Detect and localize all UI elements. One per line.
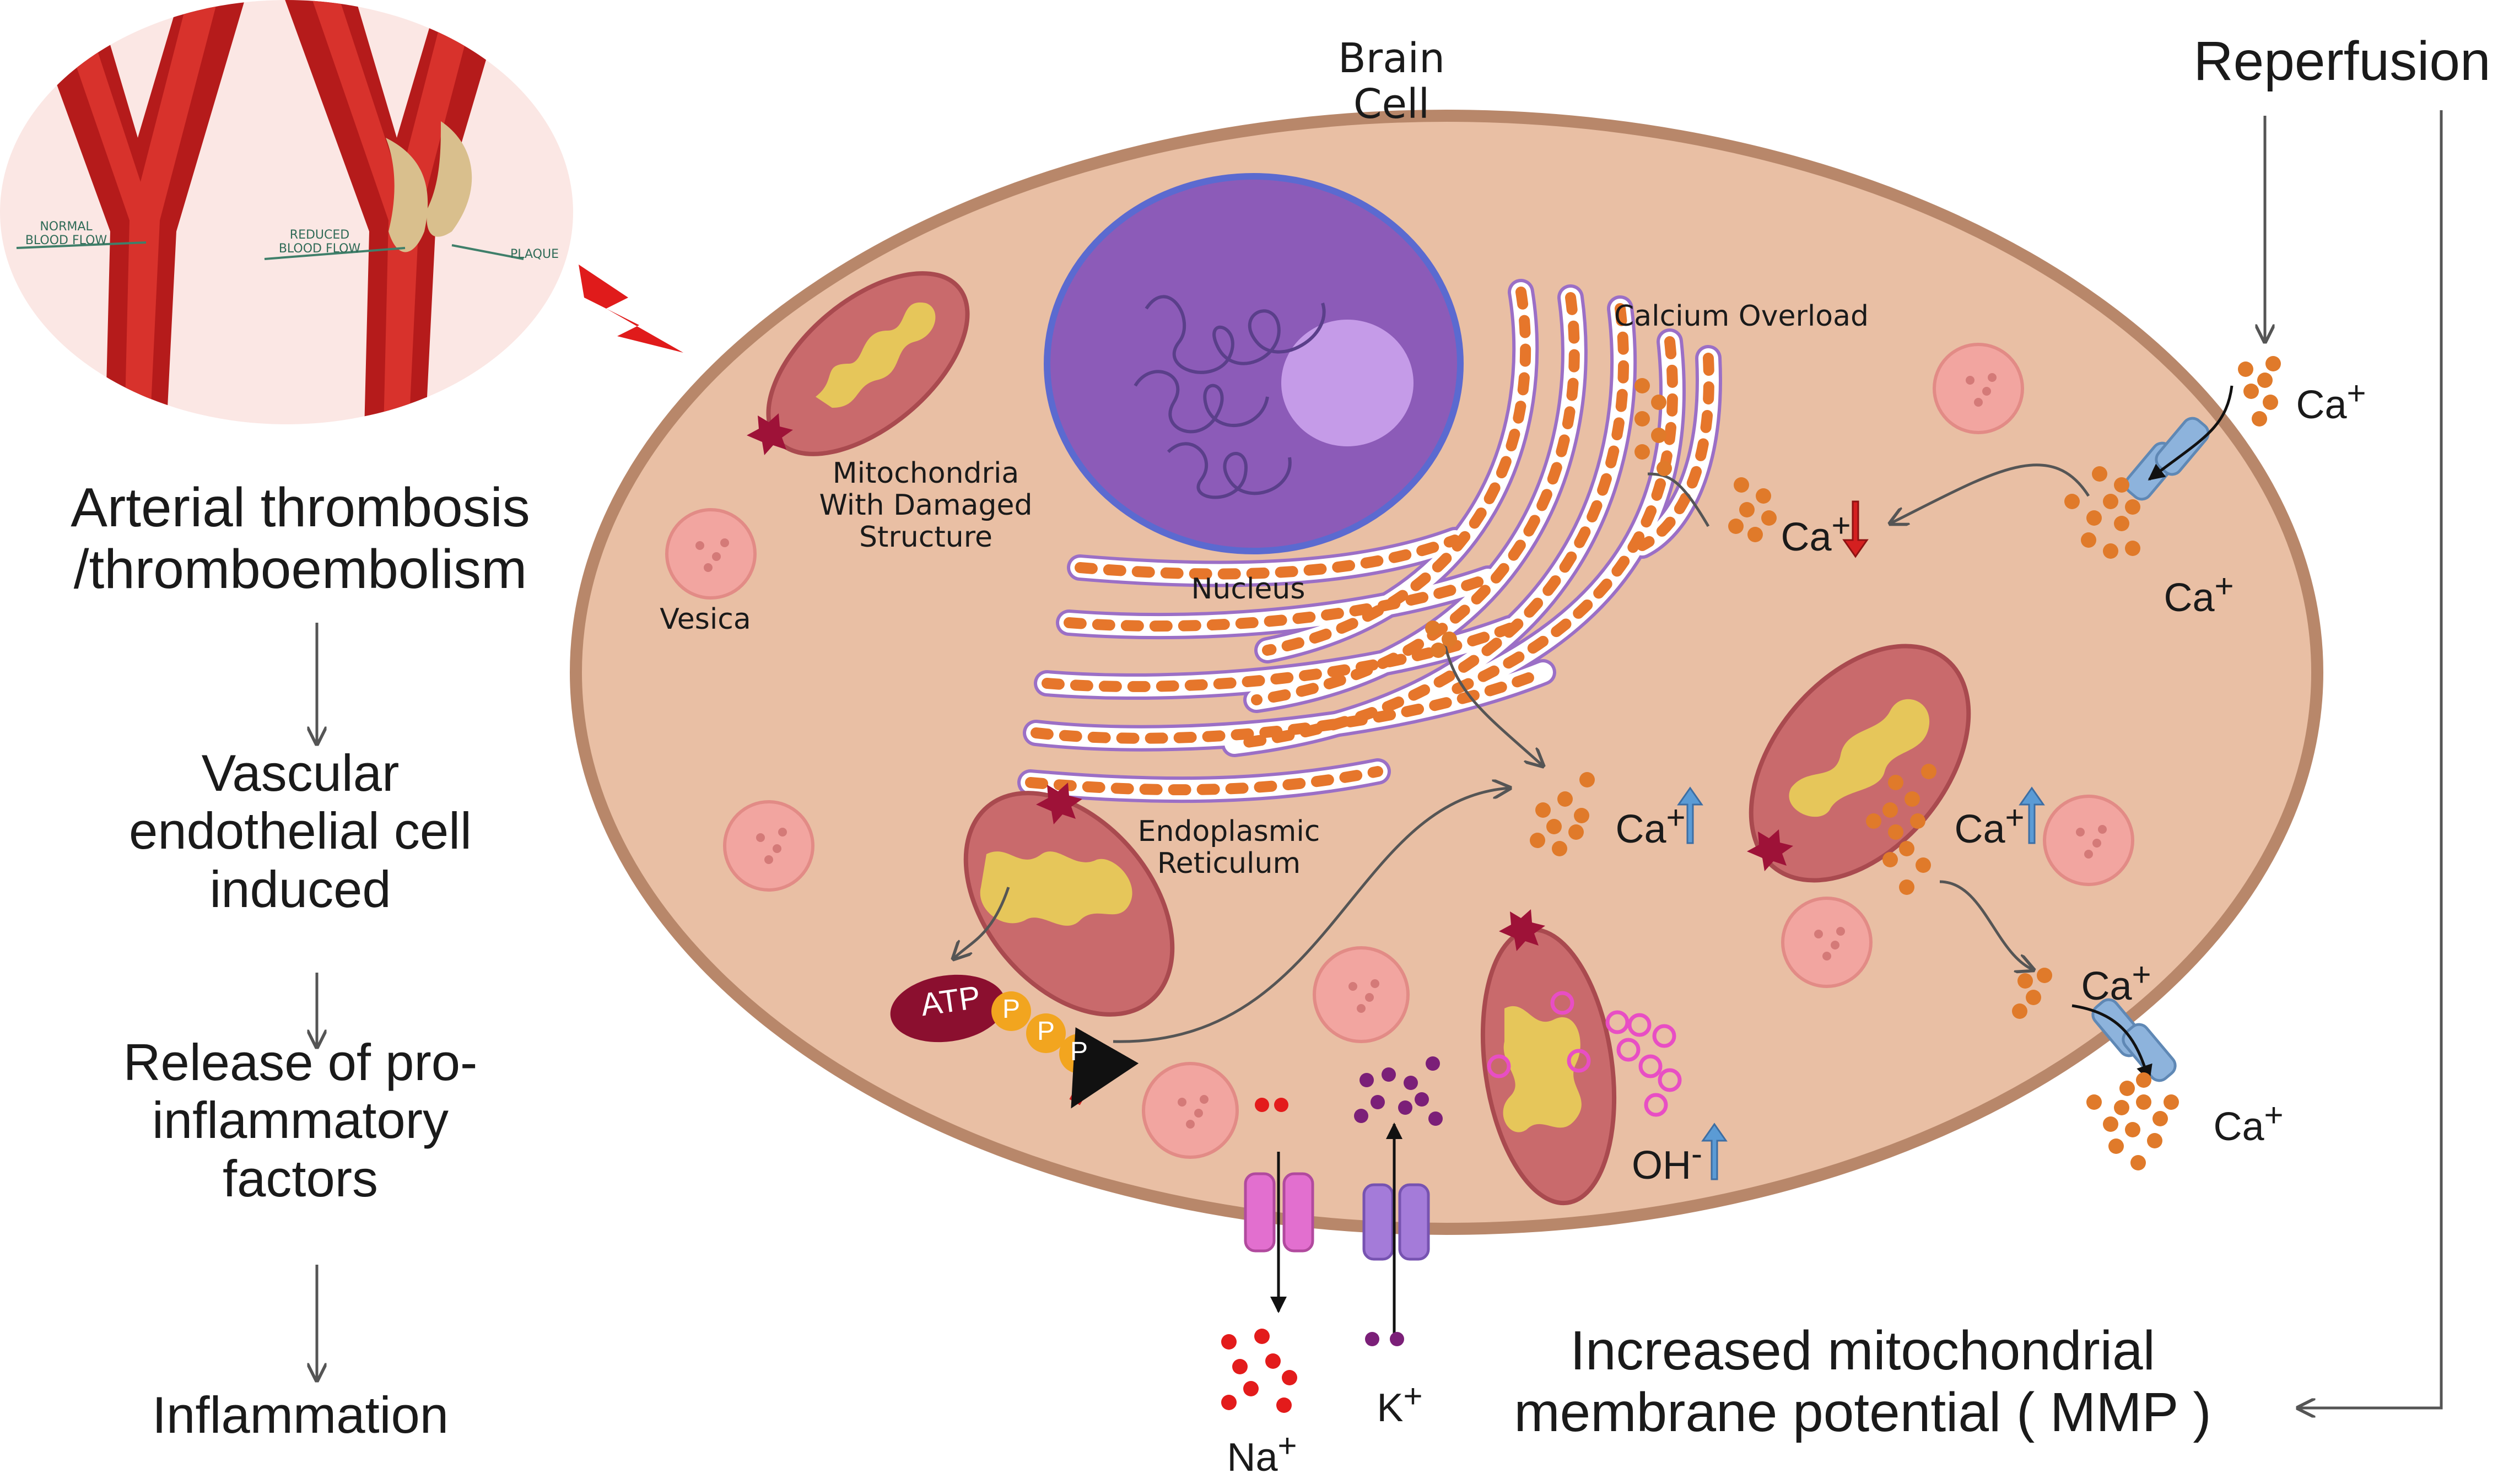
mitochondrion-atp [963, 783, 1175, 1017]
potassium-particles [1354, 1056, 1443, 1346]
plaque-label: PLAQUE [510, 247, 559, 261]
normal-flow-label: NORMAL BLOOD FLOW [25, 220, 107, 247]
chromatin [1134, 295, 1326, 499]
hydroxyl-increase-arrow [1701, 1123, 1728, 1180]
damage-mark [747, 413, 793, 455]
calcium-decrease-arrow [1842, 500, 1869, 558]
transport-arrows [1270, 385, 2234, 1334]
reperfusion-arrows [2265, 110, 2443, 1408]
ion-na: Na+ [1227, 1427, 1297, 1480]
level-indicators [1677, 500, 2045, 1180]
ion-k: K+ [1377, 1378, 1423, 1430]
ion-ca-er-release: Ca+ [1615, 799, 1686, 851]
phosphate-label-2: P [1037, 1017, 1055, 1046]
calcium-flow-arrows [953, 463, 2090, 1043]
step-pro-inflammatory: Release of pro- inflammatory factors [123, 1033, 478, 1207]
step-inflammation: Inflammation [152, 1386, 449, 1444]
ion-ca-overload: Ca+ [1781, 507, 1851, 559]
sodium-channel [1244, 1172, 1314, 1253]
artery-illustration [0, 0, 683, 424]
mitochondrion-damaged [747, 271, 970, 456]
ion-ca-reperfusion: Ca+ [2296, 375, 2366, 427]
er-label: Endoplasmic Reticulum [1137, 815, 1320, 881]
vesicles [665, 343, 2134, 1159]
diagram-title: Brain Cell [1338, 35, 1445, 128]
reperfusion-label: Reperfusion [2193, 30, 2491, 92]
calcium-overload-label: Calcium Overload [1614, 300, 1869, 333]
ion-ca-entering: Ca+ [2164, 568, 2234, 620]
endoplasmic-reticulum [1017, 279, 1722, 803]
nucleolus [1281, 320, 1414, 446]
ion-ca-outside: Ca+ [2213, 1097, 2284, 1149]
potassium-channel [1362, 1183, 1430, 1261]
ion-ca-mito-release: Ca+ [1954, 799, 2025, 851]
plaque-deposit [386, 138, 428, 252]
mito-damaged-label: Mitochondria With Damaged Structure [819, 457, 1033, 554]
mmp-label: Increased mitochondrial membrane potenti… [1514, 1320, 2211, 1443]
lightning-icon [579, 265, 683, 353]
phosphate-label-3: P [1070, 1037, 1088, 1066]
calcium-increase-arrow [1677, 786, 1703, 844]
nucleus [1044, 173, 1464, 554]
step-endothelial-induced: Vascular endothelial cell induced [129, 744, 472, 918]
ion-ca-efflux: Ca+ [2081, 956, 2151, 1008]
step-arterial-thrombosis: Arterial thrombosis /thromboembolism [71, 477, 530, 600]
nucleus-label: Nucleus [1191, 573, 1305, 606]
atp-molecule [890, 974, 1139, 1109]
phosphate-label-1: P [1002, 995, 1020, 1024]
calcium-particles [1425, 356, 2281, 1170]
hydroxyl-particles [1487, 991, 1682, 1117]
ion-oh: OH- [1632, 1135, 1702, 1188]
vesica-label: Vesica [660, 603, 751, 636]
plaque-deposit-2 [427, 121, 472, 237]
calcium-increase-arrow-2 [2019, 786, 2045, 844]
mitochondrion-hydroxyl [1480, 909, 1617, 1206]
sodium-particles [1221, 1098, 1297, 1413]
reduced-flow-label: REDUCED BLOOD FLOW [278, 228, 361, 256]
normal-artery-lumen [50, 0, 220, 424]
